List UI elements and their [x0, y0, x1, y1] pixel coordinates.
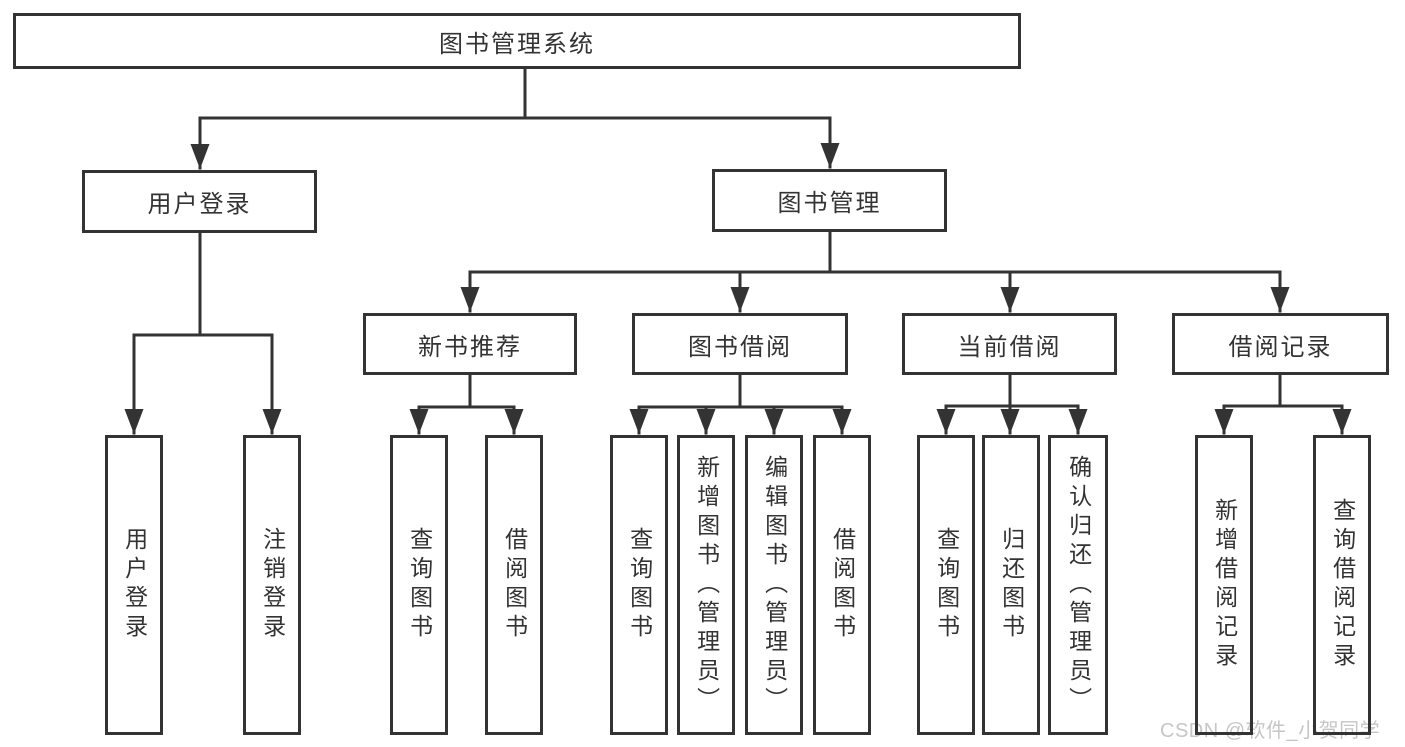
node-leaf-query-borrow-record: 查询借阅记录 — [1313, 435, 1371, 735]
node-borrow-records: 借阅记录 — [1172, 313, 1389, 375]
node-leaf-confirm-return-admin: 确认归还（管理员） — [1048, 435, 1108, 735]
node-user-login: 用户登录 — [82, 170, 317, 233]
node-current-borrowing: 当前借阅 — [902, 313, 1117, 375]
node-new-book-recommend: 新书推荐 — [363, 313, 577, 375]
node-leaf-add-borrow-record: 新增借阅记录 — [1195, 435, 1253, 735]
node-library-system: 图书管理系统 — [13, 13, 1021, 69]
node-book-borrowing: 图书借阅 — [632, 313, 848, 375]
node-leaf-query-books-2: 查询图书 — [610, 435, 668, 735]
node-leaf-logout: 注销登录 — [243, 435, 301, 735]
node-leaf-borrow-books-1: 借阅图书 — [485, 435, 543, 735]
node-book-management: 图书管理 — [712, 169, 947, 232]
node-leaf-edit-book-admin: 编辑图书（管理员） — [745, 435, 803, 735]
node-leaf-borrow-books-2: 借阅图书 — [813, 435, 871, 735]
node-leaf-add-book-admin: 新增图书（管理员） — [677, 435, 735, 735]
node-leaf-query-books-1: 查询图书 — [390, 435, 448, 735]
node-leaf-query-books-3: 查询图书 — [917, 435, 975, 735]
watermark: CSDN @软件_小贺同学 — [1160, 720, 1381, 742]
node-leaf-return-books: 归还图书 — [982, 435, 1040, 735]
node-leaf-user-login: 用户登录 — [105, 435, 163, 735]
